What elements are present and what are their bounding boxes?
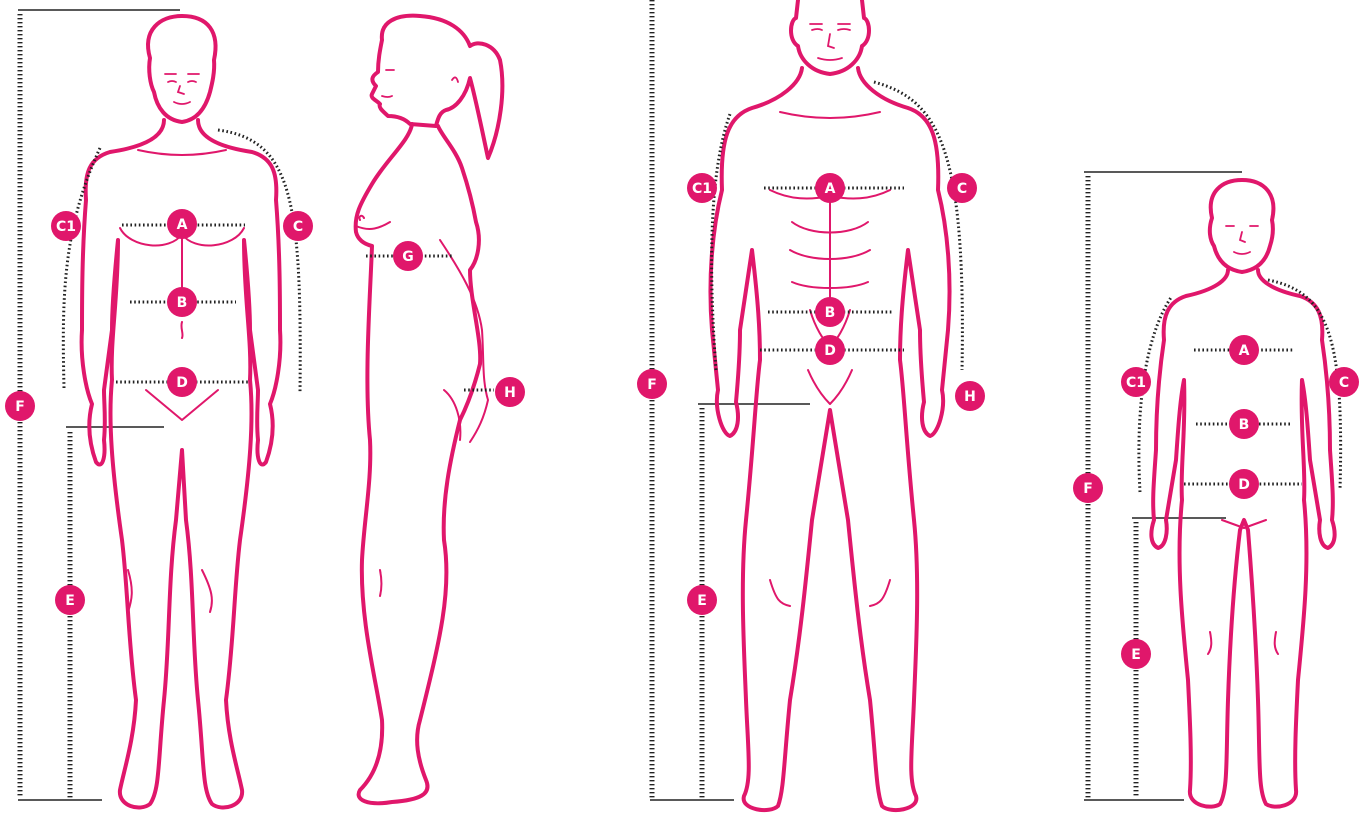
child-label-a-badge: A <box>1229 335 1259 365</box>
label-c-badge: C <box>283 211 313 241</box>
woman-front-figure: A B C C1 D E F <box>5 10 313 808</box>
label-d-badge: D <box>167 367 197 397</box>
svg-text:A: A <box>177 217 188 233</box>
svg-text:C1: C1 <box>692 181 712 197</box>
svg-text:F: F <box>15 399 25 415</box>
man-label-c-badge: C <box>947 173 977 203</box>
label-b-badge: B <box>167 287 197 317</box>
svg-text:F: F <box>1083 481 1093 497</box>
svg-text:H: H <box>504 385 516 401</box>
child-label-c-badge: C <box>1329 367 1359 397</box>
man-label-c1-badge: C1 <box>687 173 717 203</box>
label-f-badge: F <box>5 391 35 421</box>
svg-text:C1: C1 <box>56 219 76 235</box>
right-arm-measure-line <box>218 130 300 392</box>
svg-text:B: B <box>1239 417 1250 433</box>
svg-text:C: C <box>957 181 967 197</box>
child-details <box>1208 520 1278 654</box>
child-front-figure: A B C C1 D E F <box>1073 172 1359 807</box>
label-h-badge: H <box>495 377 525 407</box>
svg-text:A: A <box>1239 343 1250 359</box>
woman-side-figure: G H <box>356 16 525 804</box>
man-label-d-badge: D <box>815 335 845 365</box>
svg-text:G: G <box>402 249 414 265</box>
svg-text:E: E <box>1131 647 1141 663</box>
child-head-outline <box>1210 180 1274 272</box>
child-label-d-badge: D <box>1229 469 1259 499</box>
svg-text:A: A <box>825 181 836 197</box>
label-e-badge: E <box>55 585 85 615</box>
child-label-b-badge: B <box>1229 409 1259 439</box>
child-face-features <box>1226 226 1258 254</box>
man-label-a-badge: A <box>815 173 845 203</box>
svg-text:B: B <box>825 305 836 321</box>
head-outline <box>148 16 215 122</box>
man-front-figure: A B C C1 D E F H <box>637 0 985 810</box>
svg-text:D: D <box>1238 477 1250 493</box>
man-label-h-badge: H <box>955 381 985 411</box>
label-a-badge: A <box>167 209 197 239</box>
svg-text:H: H <box>964 389 976 405</box>
face-features <box>165 74 199 104</box>
svg-text:F: F <box>647 377 657 393</box>
svg-text:E: E <box>697 593 707 609</box>
side-face-features <box>382 70 458 97</box>
side-body-outline <box>356 124 481 803</box>
man-face-features <box>810 24 850 60</box>
child-label-f-badge: F <box>1073 473 1103 503</box>
label-g-badge: G <box>393 241 423 271</box>
man-label-f-badge: F <box>637 369 667 399</box>
man-knee-details <box>770 580 890 606</box>
svg-text:C1: C1 <box>1126 375 1146 391</box>
svg-text:C: C <box>293 219 303 235</box>
child-label-c1-badge: C1 <box>1121 367 1151 397</box>
svg-text:E: E <box>65 593 75 609</box>
svg-text:D: D <box>176 375 188 391</box>
child-label-e-badge: E <box>1121 639 1151 669</box>
svg-text:C: C <box>1339 375 1349 391</box>
label-c1-badge: C1 <box>51 211 81 241</box>
man-label-e-badge: E <box>687 585 717 615</box>
svg-text:D: D <box>824 343 836 359</box>
man-label-b-badge: B <box>815 297 845 327</box>
side-head-outline <box>372 16 503 158</box>
svg-text:B: B <box>177 295 188 311</box>
